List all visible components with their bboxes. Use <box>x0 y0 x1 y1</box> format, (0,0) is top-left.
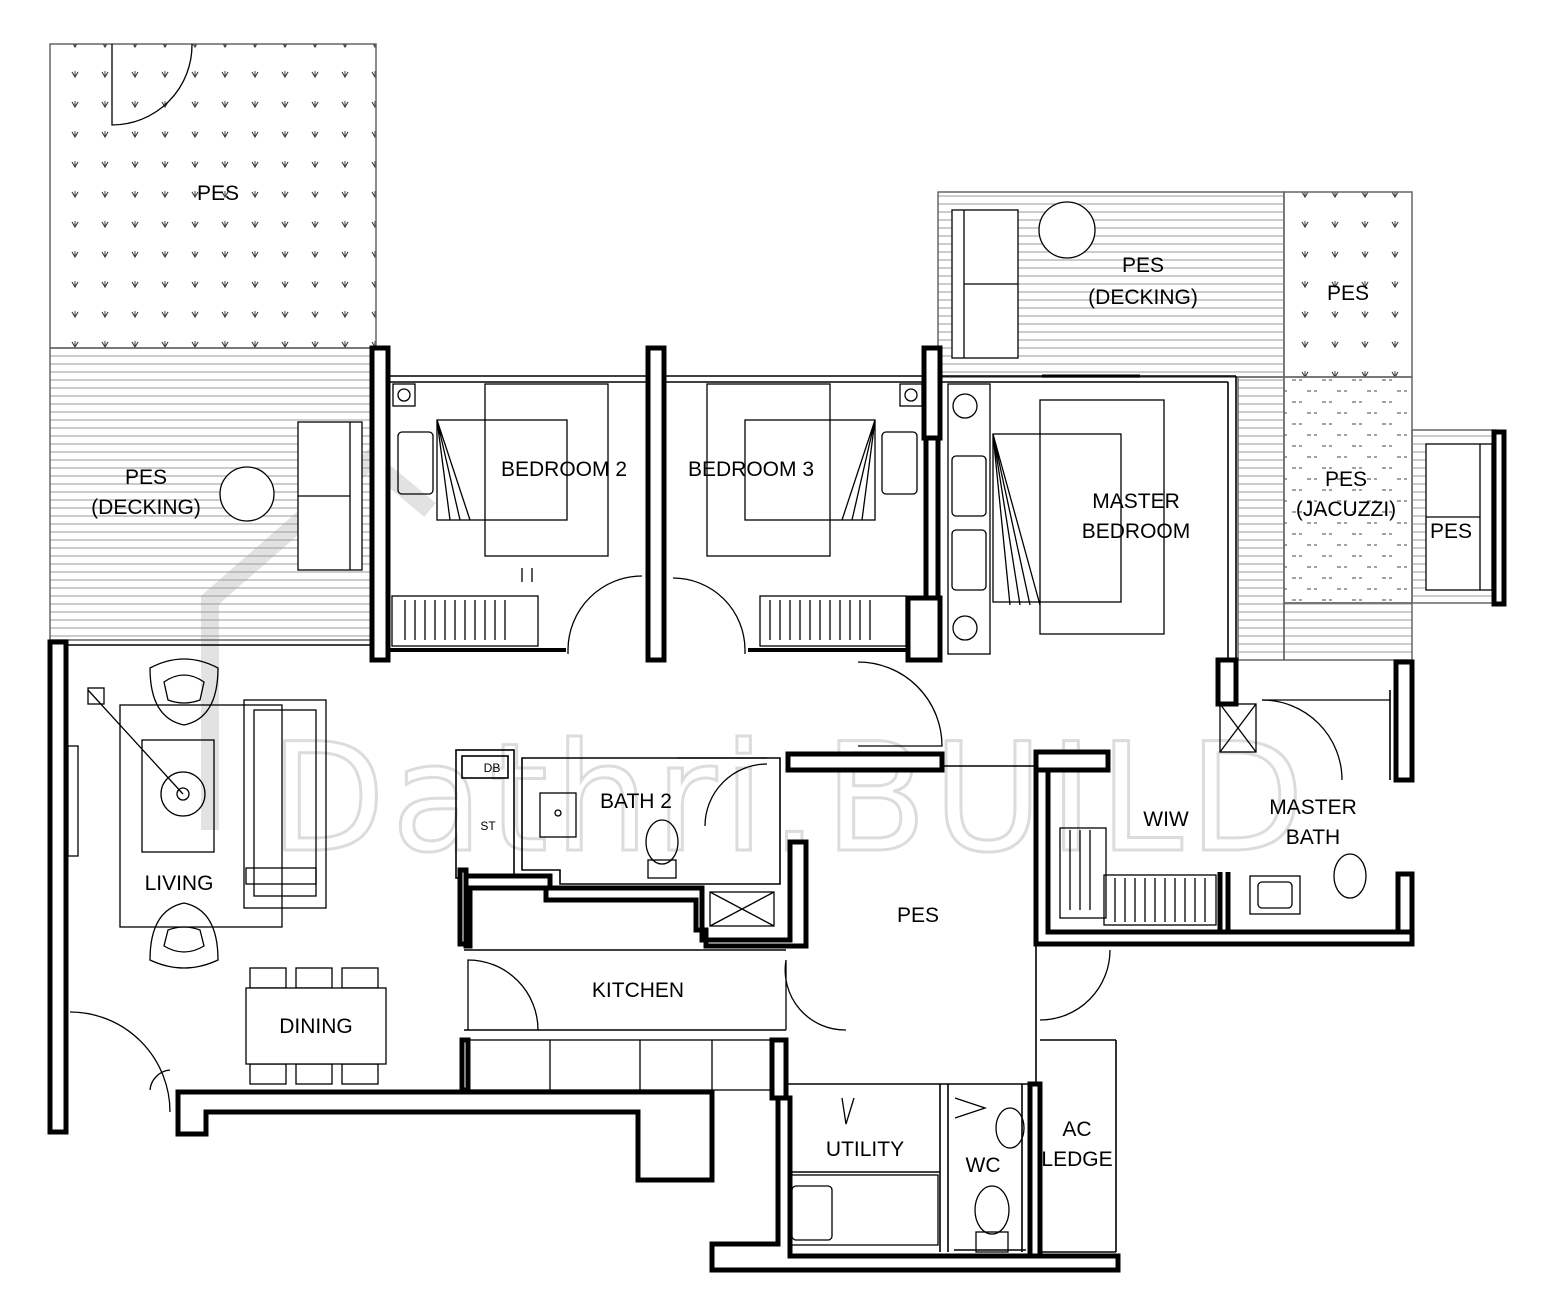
label-st: ST <box>480 819 496 833</box>
label-bedroom-2: BEDROOM 2 <box>501 458 627 481</box>
label-pes-jacuzzi: PES <box>1325 468 1367 491</box>
watermark-text: Dathri.BUILD <box>270 712 1310 886</box>
label-master-bedroom-sub: BEDROOM <box>1082 520 1191 543</box>
label-pes-decking-right: PES <box>1122 254 1164 277</box>
label-wiw: WIW <box>1143 808 1189 831</box>
label-bath-2: BATH 2 <box>600 790 672 813</box>
label-bedroom-3: BEDROOM 3 <box>688 458 814 481</box>
label-pes-decking-left-sub: (DECKING) <box>91 496 201 519</box>
label-kitchen: KITCHEN <box>592 979 684 1002</box>
label-pes-far-right: PES <box>1430 520 1472 543</box>
outdoor-areas <box>49 43 1497 661</box>
label-pes-decking-left: PES <box>125 466 167 489</box>
label-pes-decking-right-sub: (DECKING) <box>1088 286 1198 309</box>
thick-walls <box>47 345 1507 1273</box>
label-master-bedroom: MASTER <box>1092 490 1180 513</box>
label-ac-ledge: AC <box>1062 1118 1091 1141</box>
room-labels: PES PES (DECKING) BEDROOM 2 BEDROOM 3 MA… <box>91 182 1472 1177</box>
watermark: Dathri.BUILD <box>201 448 1310 888</box>
label-db: DB <box>484 761 501 775</box>
label-pes-jacuzzi-sub: (JACUZZI) <box>1296 498 1396 521</box>
label-master-bath: MASTER <box>1269 796 1357 819</box>
label-pes-top: PES <box>197 182 239 205</box>
label-utility: UTILITY <box>826 1138 904 1161</box>
label-wc: WC <box>966 1154 1001 1177</box>
label-dining: DINING <box>279 1015 353 1038</box>
label-living: LIVING <box>145 872 214 895</box>
label-master-bath-sub: BATH <box>1286 826 1340 849</box>
label-pes-right-top: PES <box>1327 282 1369 305</box>
label-pes-center: PES <box>897 904 939 927</box>
label-ac-ledge-sub: LEDGE <box>1041 1148 1112 1171</box>
